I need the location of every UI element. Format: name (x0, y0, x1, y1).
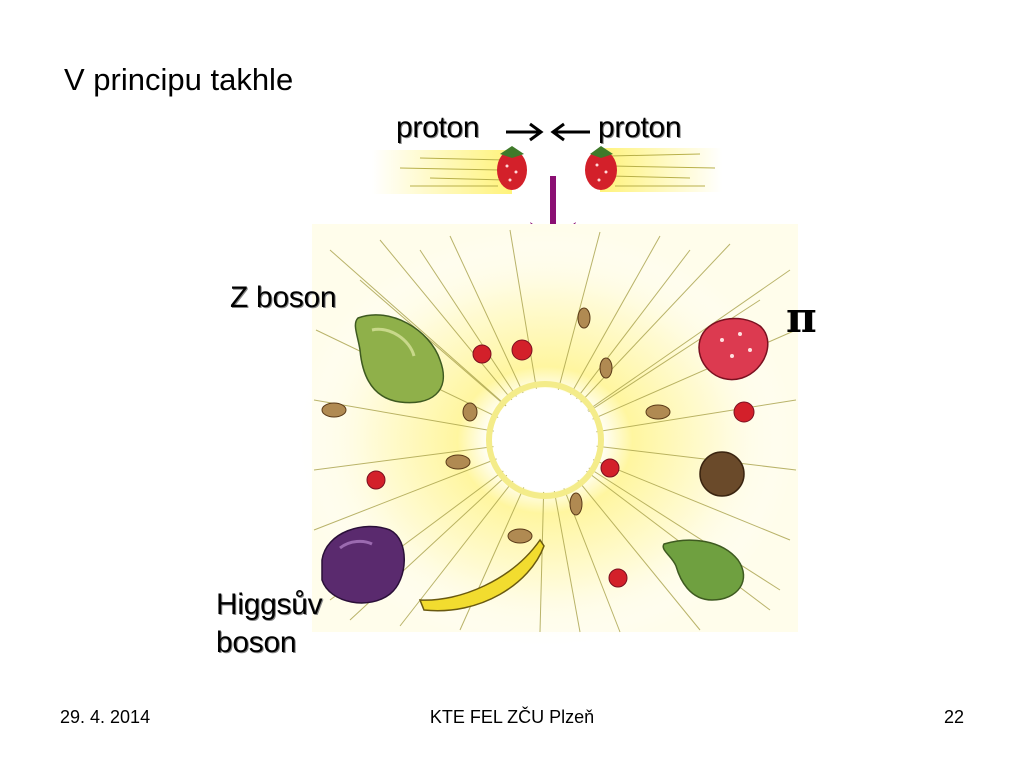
banana-icon (418, 538, 545, 612)
footer-page-number: 22 (943, 707, 964, 727)
higgs-label-line2: boson (216, 626, 297, 659)
higgs-boson-label: Higgsův boson (216, 586, 323, 662)
proton-strawberry-left-icon (497, 146, 527, 190)
z-boson-label: Z boson (230, 281, 337, 314)
proton-trail-left (372, 150, 512, 194)
proton-left-label: proton (396, 111, 480, 144)
higgs-label-line1: Higgsův (216, 588, 323, 621)
plum-higgs-icon (321, 525, 405, 604)
pi-label: π (786, 293, 817, 342)
arrow-right-icon (506, 122, 544, 142)
pear-z-boson-icon (354, 314, 445, 404)
footer-date: 29. 4. 2014 (60, 707, 151, 727)
proton-trail-right (600, 148, 722, 192)
small-strawberries (366, 339, 755, 588)
pear-right-icon (662, 539, 745, 601)
coconut-icon (699, 451, 745, 497)
nuts (321, 307, 671, 544)
proton-right-label: proton (598, 111, 682, 144)
arrow-left-icon (550, 122, 590, 142)
footer-institution: KTE FEL ZČU Plzeň (429, 707, 595, 727)
strawberry-pi-icon (698, 317, 769, 381)
proton-strawberry-right-icon (585, 146, 617, 190)
slide-title: V principu takhle (64, 62, 294, 97)
